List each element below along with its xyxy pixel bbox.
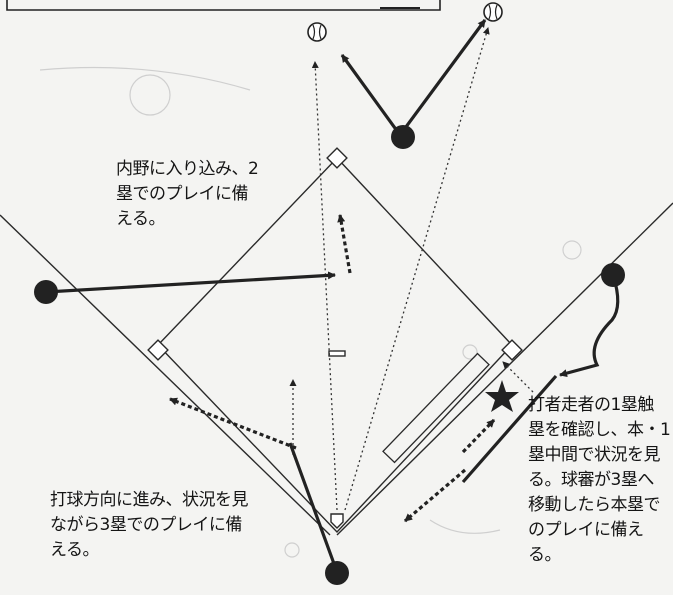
solid-movement-arrows [45,19,620,573]
batter-run-line [288,442,339,573]
baseball-icon [483,2,503,22]
note-batter-line: 打球方向に進み、状況を見 [50,490,249,510]
note-batter-direction: 打球方向に進み、状況を見 ながら3塁でのプレイに備 える。 [50,488,249,563]
first-base [501,339,523,361]
note-batter-line: える。 [50,540,100,560]
player-left [34,280,58,304]
third-base [147,339,169,361]
note-umpire-line: のプレイに備え [528,520,644,540]
home-plate [330,513,344,529]
umpire-move-home [403,468,467,523]
umpire-move-first [461,418,496,454]
ball-paths [289,27,534,511]
player-right [601,263,625,287]
batter-move-left [169,397,297,450]
note-umpire-line: る。 [528,545,562,565]
player-top [391,125,415,149]
fielder-top-right-arrow [398,19,487,136]
first-base-coach-path [559,274,620,378]
coach-path [502,361,534,393]
player-home [325,561,349,585]
ball-path-right [344,27,490,511]
left-fielder-arrow [45,271,336,294]
note-infield-line: える。 [116,209,166,229]
note-umpire-line: る。球審が3塁へ [528,470,654,490]
second-baseman-move [337,214,352,274]
note-infield: 内野に入り込み、2 塁でのプレイに備 える。 [116,157,259,232]
note-umpire-line: 移動したら本塁で [528,495,661,515]
note-infield-line: 塁でのプレイに備 [116,184,249,204]
note-batter-line: ながら3塁でのプレイに備 [50,515,242,535]
note-umpire-cover: 打者走者の1塁触 塁を確認し、本・1 塁中間で状況を見 る。球審が3塁へ 移動し… [528,393,673,568]
baseball-icon [307,22,327,42]
background-artifacts [39,66,582,558]
runner-lane [382,352,490,464]
runner-to-first [461,374,558,484]
pitchers-plate [328,350,346,357]
ball-path-center [311,61,338,511]
note-infield-line: 内野に入り込み、2 [116,159,259,179]
top-info-box [6,0,441,11]
second-base [326,147,348,169]
note-umpire-line: 塁を確認し、本・1 [528,420,671,440]
players [34,125,625,585]
dotted-movement-arrows [169,214,496,523]
first-base-foul-line [336,202,673,536]
field-lines [0,147,673,536]
note-umpire-line: 塁中間で状況を見 [528,445,661,465]
fielder-top-left-arrow [340,54,402,136]
star-icon [485,380,519,412]
note-umpire-line: 打者走者の1塁触 [528,395,654,415]
third-base-foul-line [0,214,331,536]
